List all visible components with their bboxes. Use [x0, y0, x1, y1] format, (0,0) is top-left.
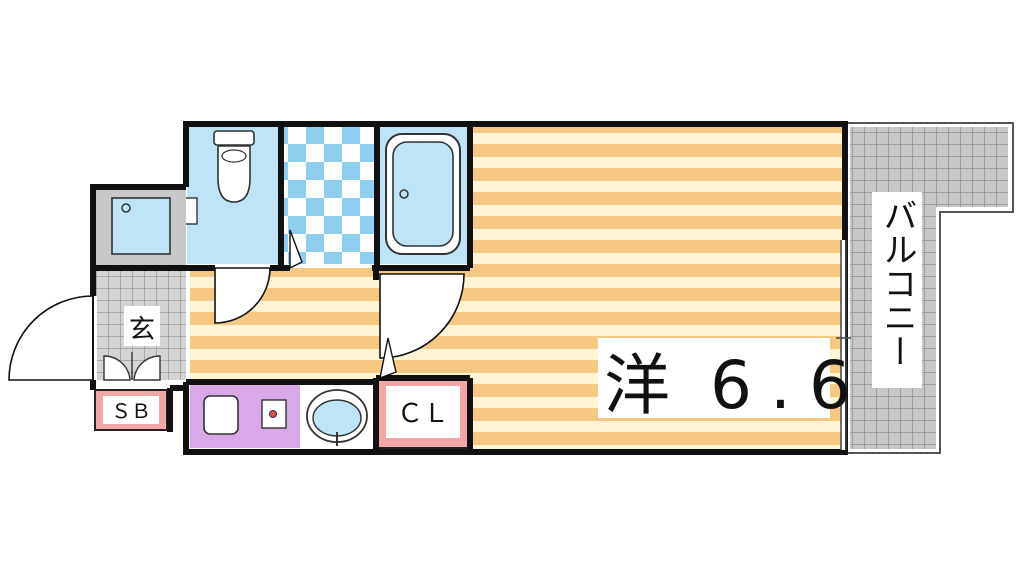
closet-label: ＣＬ — [397, 399, 449, 429]
storage-box — [96, 190, 186, 268]
toilet-door — [214, 267, 271, 324]
western-room-size: 6.6 — [710, 347, 869, 424]
toilet-icon — [213, 130, 255, 203]
balcony-label-bg — [872, 192, 922, 388]
kitchen — [190, 384, 300, 448]
walls — [90, 121, 848, 455]
washbasin — [301, 384, 373, 448]
stove-icon — [203, 395, 239, 435]
entrance-label-bg — [124, 306, 160, 346]
balcony — [845, 122, 1014, 454]
shoe-box — [94, 389, 168, 431]
washroom-tile-floor — [284, 127, 376, 264]
western-room-label: 洋 6.6 — [598, 338, 869, 424]
toilet-room — [182, 127, 279, 264]
entrance-label: 玄 — [129, 315, 155, 345]
balcony-label: バルコニー — [877, 198, 917, 368]
western-room-type: 洋 — [604, 347, 670, 424]
closet — [377, 377, 469, 449]
bathroom — [380, 127, 468, 264]
entrance-door — [8, 295, 97, 381]
washroom-door — [289, 229, 303, 270]
interior-doors — [214, 229, 465, 380]
shoe-box-label: ＳＢ — [111, 399, 151, 423]
entrance-cabinet-doors — [103, 352, 161, 381]
balcony-window — [836, 240, 851, 450]
bathtub-icon — [385, 133, 461, 255]
